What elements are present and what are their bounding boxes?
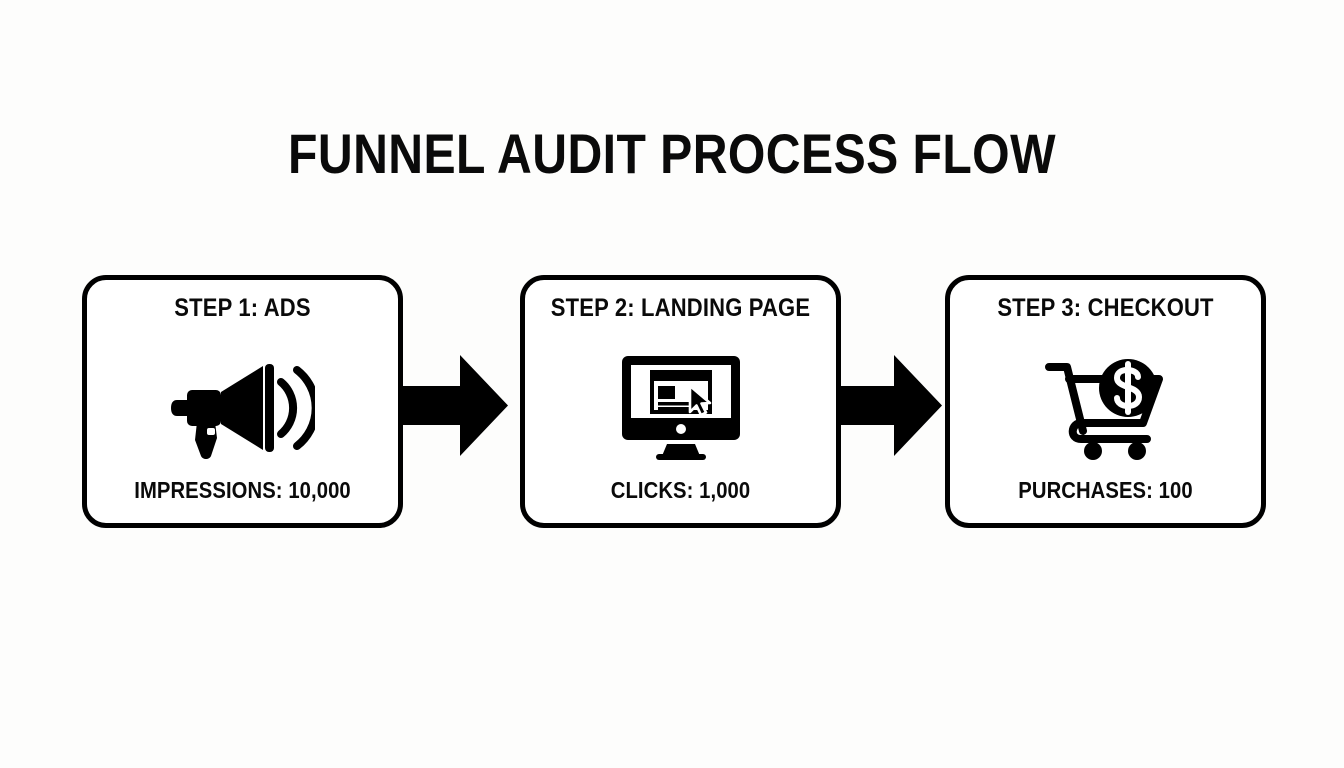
step-card-2[interactable]: STEP 2: LANDING PAGE	[520, 275, 841, 528]
step-card-1[interactable]: STEP 1: ADS	[82, 275, 403, 528]
megaphone-icon	[87, 348, 398, 468]
page-title: FUNNEL AUDIT PROCESS FLOW	[288, 122, 1056, 185]
monitor-webpage-cursor-icon	[525, 348, 836, 468]
step-card-3-metric: PURCHASES: 100	[1018, 476, 1193, 503]
step-card-3-heading: STEP 3: CHECKOUT	[997, 294, 1214, 322]
step-card-3[interactable]: STEP 3: CHECKOUT PURCHA	[945, 275, 1266, 528]
shopping-cart-dollar-icon	[950, 348, 1261, 468]
right-arrow-icon-2	[836, 355, 942, 456]
step-card-2-metric: CLICKS: 1,000	[610, 476, 751, 503]
step-card-2-heading: STEP 2: LANDING PAGE	[550, 294, 811, 322]
step-card-1-metric: IMPRESSIONS: 10,000	[134, 476, 351, 503]
step-card-1-heading: STEP 1: ADS	[174, 294, 311, 322]
right-arrow-icon-1	[402, 355, 508, 456]
